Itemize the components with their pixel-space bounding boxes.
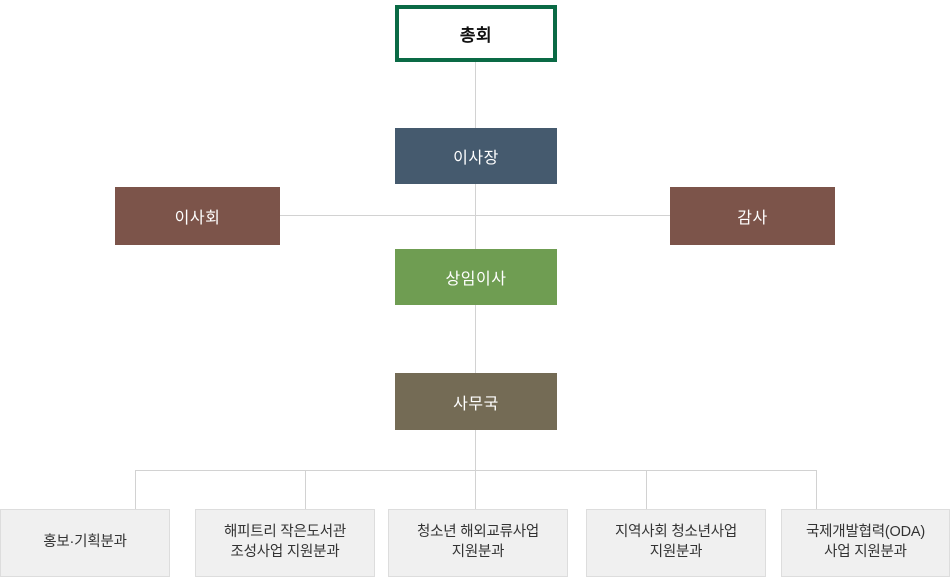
dept-label-line: 홍보·기획분과: [43, 534, 127, 551]
node-label: 상임이사: [445, 271, 507, 288]
connector-departments-horizontal: [135, 470, 817, 471]
node-secretariat: 사무국: [395, 373, 557, 430]
node-dept-happytree-library: 해피트리 작은도서관 조성사업 지원분과: [195, 509, 375, 577]
connector-board-auditor-horizontal: [280, 215, 670, 216]
node-dept-pr-planning: 홍보·기획분과: [0, 509, 170, 577]
dept-label-line: 해피트리 작은도서관: [223, 524, 347, 541]
node-chairman: 이사장: [395, 128, 557, 184]
node-board-of-directors: 이사회: [115, 187, 280, 245]
node-label: 감사: [737, 210, 768, 227]
connector-drop-2: [305, 470, 306, 509]
node-auditor: 감사: [670, 187, 835, 245]
node-label: 사무국: [453, 395, 499, 413]
node-label: 이사장: [453, 150, 499, 167]
node-dept-community-youth: 지역사회 청소년사업 지원분과: [586, 509, 766, 577]
node-label: 이사회: [174, 210, 221, 227]
dept-label-line: 사업 지원분과: [824, 544, 907, 560]
dept-label-line: 지역사회 청소년사업: [614, 524, 738, 541]
node-dept-oda-support: 국제개발협력(ODA) 사업 지원분과: [781, 509, 950, 577]
node-general-assembly: 총회: [395, 5, 557, 62]
dept-label-line: 청소년 해외교류사업: [416, 524, 540, 541]
dept-label-line: 지원분과: [451, 544, 505, 560]
connector-drop-4: [646, 470, 647, 509]
connector-drop-3: [475, 470, 476, 509]
dept-label-line: 국제개발협력(ODA): [806, 524, 925, 541]
node-label: 총회: [459, 26, 493, 45]
dept-label-line: 지원분과: [649, 544, 703, 560]
connector-drop-1: [135, 470, 136, 509]
node-executive-director: 상임이사: [395, 249, 557, 305]
node-dept-youth-overseas-exchange: 청소년 해외교류사업 지원분과: [388, 509, 568, 577]
connector-drop-5: [816, 470, 817, 509]
dept-label-line: 조성사업 지원분과: [230, 544, 340, 560]
